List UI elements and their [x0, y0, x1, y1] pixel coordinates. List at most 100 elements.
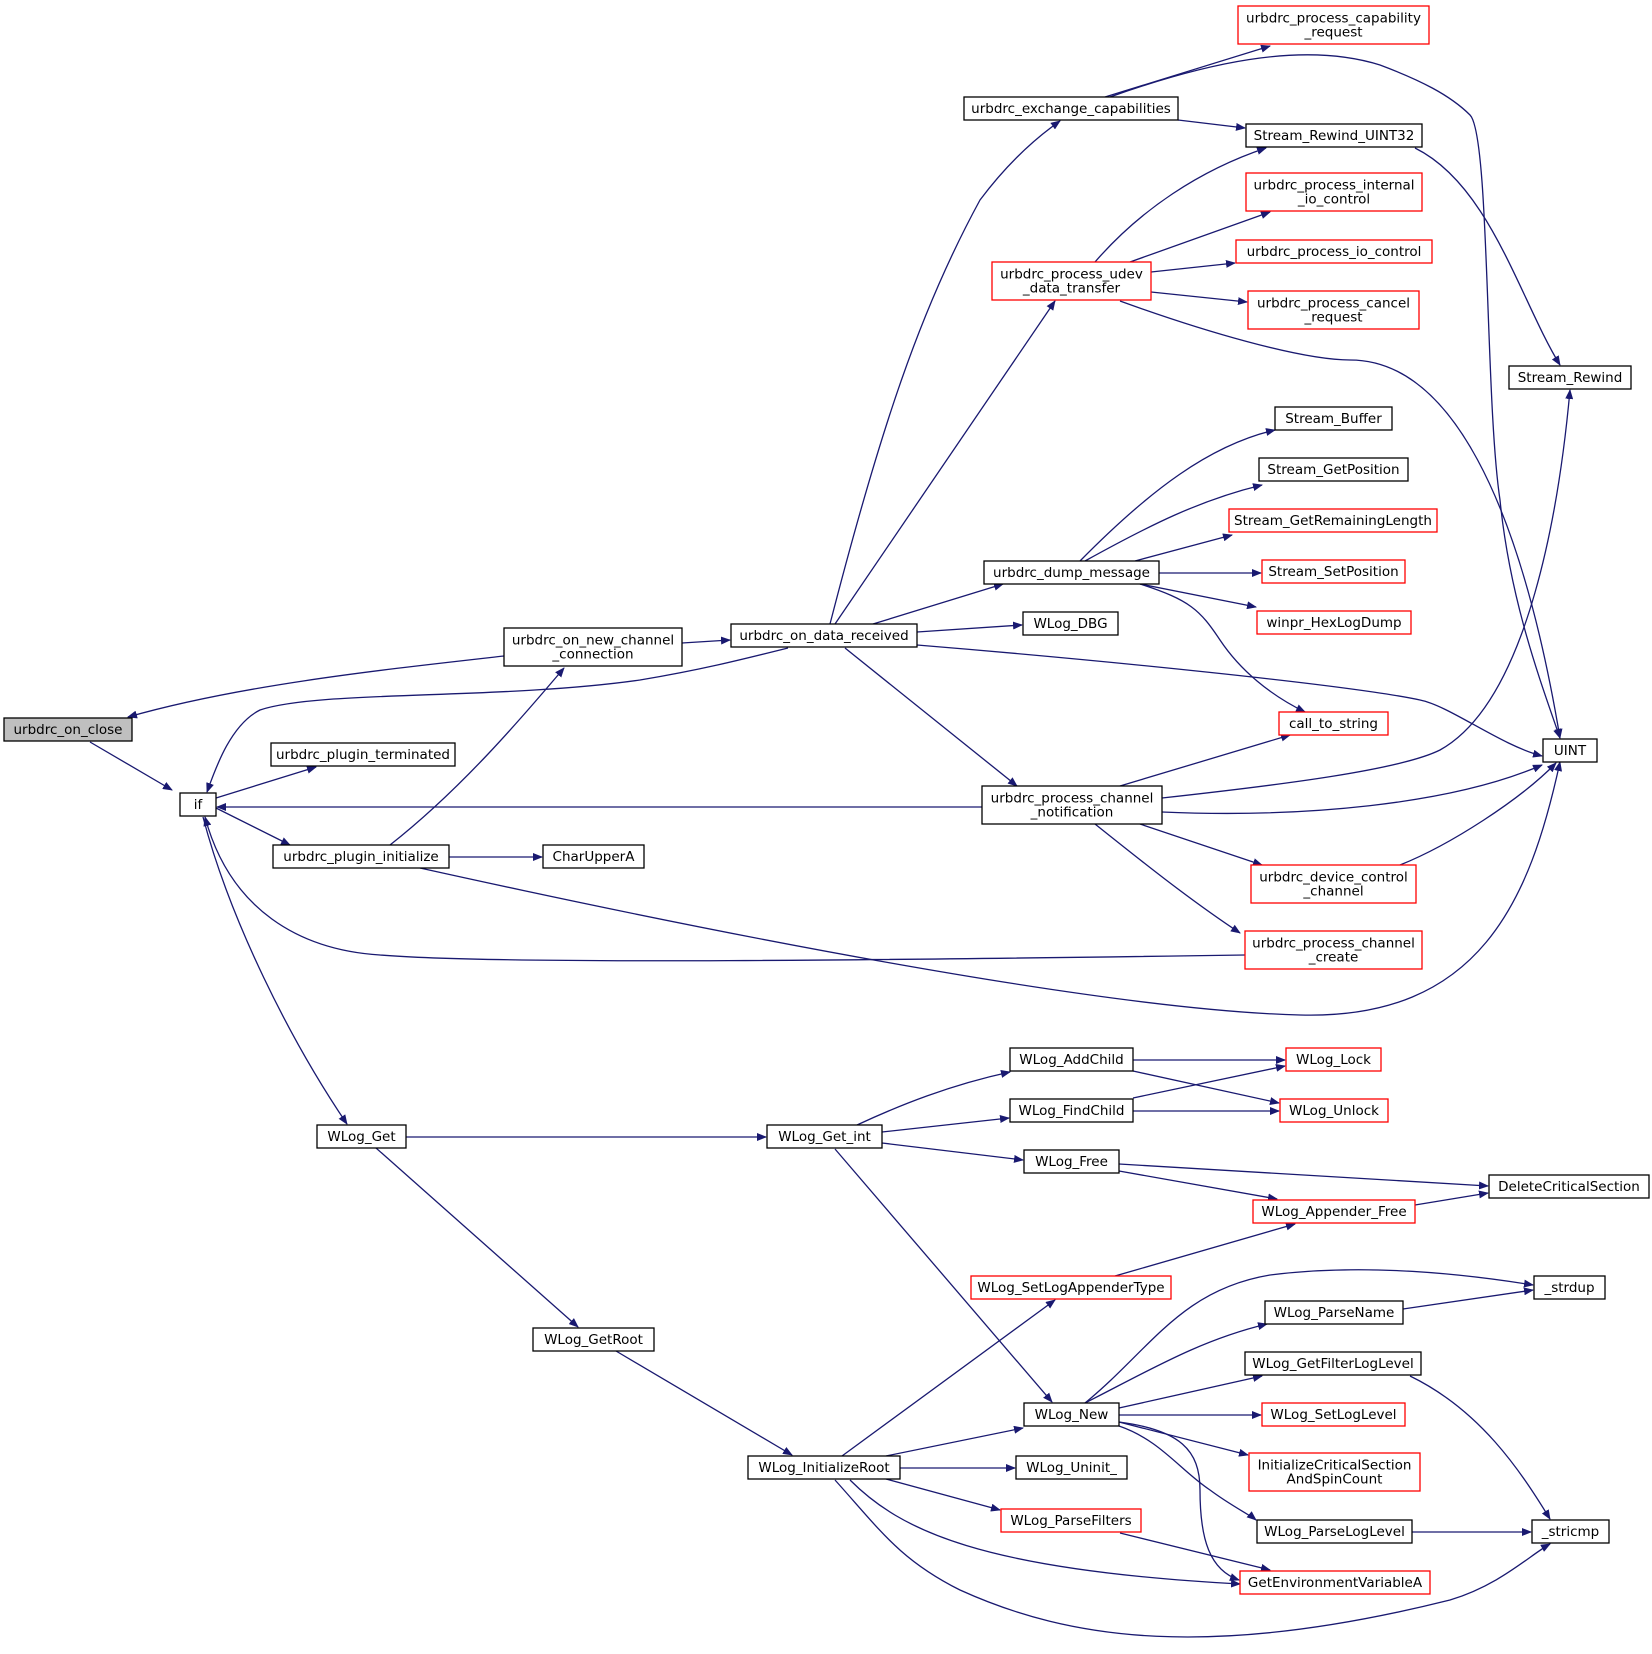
edge-urbdrc_exchange_capabilities-to-Stream_Rewind_UINT32: [1177, 119, 1246, 131]
node-urbdrc_process_channel_create[interactable]: urbdrc_process_channel_create: [1244, 930, 1423, 970]
node-box: [1023, 1402, 1120, 1427]
node-WLog_GetFilterLogLevel[interactable]: WLog_GetFilterLogLevel: [1244, 1351, 1422, 1376]
node-WLog_ParseLogLevel[interactable]: WLog_ParseLogLevel: [1256, 1519, 1413, 1544]
node-label: WLog_Get_int: [778, 1129, 871, 1145]
node-label: WLog_SetLogAppenderType: [977, 1280, 1164, 1296]
edge-urbdrc_on_data_received-to-WLog_DBG: [916, 621, 1023, 633]
edge-urbdrc_on_new_channel_connection-to-urbdrc_on_data_received: [681, 636, 731, 645]
edge-urbdrc_process_channel_notification-to-urbdrc_device_control_channel: [1139, 823, 1263, 866]
node-box: [1542, 738, 1598, 763]
node-WLog_AddChild[interactable]: WLog_AddChild: [1009, 1047, 1134, 1072]
edge-WLog_New-to-WLog_ParseName: [1084, 1322, 1268, 1404]
node-WLog_SetLogLevel[interactable]: WLog_SetLogLevel: [1261, 1402, 1406, 1427]
node-Stream_Buffer[interactable]: Stream_Buffer: [1274, 406, 1393, 431]
edge-WLog_Get-to-WLog_GetRoot: [375, 1147, 579, 1328]
node-urbdrc_plugin_terminated[interactable]: urbdrc_plugin_terminated: [270, 742, 456, 767]
edge-WLog_Get_int-to-WLog_Free: [881, 1142, 1024, 1163]
node-label: WLog_ParseLogLevel: [1264, 1524, 1405, 1540]
node-urbdrc_dump_message[interactable]: urbdrc_dump_message: [983, 560, 1160, 585]
node-WLog_ParseFilters[interactable]: WLog_ParseFilters: [1000, 1508, 1142, 1533]
node-WLog_InitializeRoot[interactable]: WLog_InitializeRoot: [747, 1455, 901, 1480]
node-call_to_string[interactable]: call_to_string: [1278, 711, 1389, 736]
node-label: WLog_New: [1035, 1407, 1109, 1423]
edge-urbdrc_dump_message-to-call_to_string: [1139, 583, 1306, 713]
node-WLog_Lock[interactable]: WLog_Lock: [1285, 1047, 1382, 1072]
node-urbdrc_on_data_received[interactable]: urbdrc_on_data_received: [730, 623, 918, 648]
node-box: [1235, 239, 1433, 264]
edge-if-to-urbdrc_plugin_terminated: [215, 765, 317, 799]
node-if[interactable]: if: [179, 792, 217, 817]
node-urbdrc_on_new_channel_connection[interactable]: urbdrc_on_new_channel_connection: [503, 627, 683, 667]
node-label: WLog_Uninit_: [1026, 1460, 1117, 1476]
node-WLog_Get[interactable]: WLog_Get: [316, 1124, 407, 1149]
node-box: [316, 1124, 407, 1149]
node-box: [270, 742, 456, 767]
node-Stream_SetPosition[interactable]: Stream_SetPosition: [1261, 559, 1406, 584]
nodes-layer: urbdrc_on_closeifurbdrc_on_new_channel_c…: [3, 5, 1650, 1595]
node-label: WLog_Free: [1035, 1154, 1108, 1170]
node-_stricmp[interactable]: _stricmp: [1531, 1519, 1610, 1544]
node-WLog_ParseName[interactable]: WLog_ParseName: [1264, 1300, 1404, 1325]
node-box: [1274, 406, 1393, 431]
node-box: [1245, 123, 1423, 148]
node-WLog_Appender_Free[interactable]: WLog_Appender_Free: [1252, 1199, 1416, 1224]
node-Stream_Rewind_UINT32[interactable]: Stream_Rewind_UINT32: [1245, 123, 1423, 148]
node-box: [1239, 1570, 1431, 1595]
node-label: urbdrc_process_channel: [991, 791, 1154, 807]
node-CharUpperA[interactable]: CharUpperA: [542, 844, 645, 869]
node-WLog_Uninit_[interactable]: WLog_Uninit_: [1015, 1455, 1128, 1480]
node-WLog_New[interactable]: WLog_New: [1023, 1402, 1120, 1427]
node-label: WLog_SetLogLevel: [1270, 1407, 1396, 1423]
node-label: UINT: [1554, 743, 1587, 759]
node-WLog_FindChild[interactable]: WLog_FindChild: [1009, 1098, 1134, 1123]
node-urbdrc_device_control_channel[interactable]: urbdrc_device_control_channel: [1250, 864, 1417, 904]
node-Stream_GetRemainingLength[interactable]: Stream_GetRemainingLength: [1228, 508, 1438, 533]
node-urbdrc_process_cancel_request[interactable]: urbdrc_process_cancel_request: [1247, 290, 1420, 330]
edge-WLog_New-to-InitializeCriticalSectionAndSpinCount: [1118, 1421, 1249, 1457]
node-WLog_GetRoot[interactable]: WLog_GetRoot: [532, 1327, 655, 1352]
edge-urbdrc_process_channel_create-to-if: [203, 816, 1246, 962]
edge-WLog_ParseFilters-to-GetEnvironmentVariableA: [1119, 1532, 1271, 1572]
node-label: urbdrc_on_new_channel: [512, 633, 674, 649]
node-WLog_Get_int[interactable]: WLog_Get_int: [766, 1124, 883, 1149]
node-urbdrc_exchange_capabilities[interactable]: urbdrc_exchange_capabilities: [963, 96, 1179, 121]
node-label: _channel: [1302, 884, 1363, 900]
node-box: [1261, 559, 1406, 584]
node-box: [272, 844, 450, 869]
node-urbdrc_process_udev_data_transfer[interactable]: urbdrc_process_udev_data_transfer: [991, 261, 1152, 301]
node-urbdrc_plugin_initialize[interactable]: urbdrc_plugin_initialize: [272, 844, 450, 869]
node-label: urbdrc_process_internal: [1253, 178, 1414, 194]
node-UINT[interactable]: UINT: [1542, 738, 1598, 763]
node-WLog_DBG[interactable]: WLog_DBG: [1022, 611, 1119, 636]
node-urbdrc_on_close[interactable]: urbdrc_on_close: [3, 717, 133, 742]
node-label: Stream_SetPosition: [1268, 564, 1398, 580]
node-label: WLog_DBG: [1033, 616, 1107, 632]
node-WLog_Free[interactable]: WLog_Free: [1023, 1149, 1120, 1174]
edge-WLog_FindChild-to-WLog_Lock: [1132, 1063, 1286, 1099]
node-urbdrc_process_io_control[interactable]: urbdrc_process_io_control: [1235, 239, 1433, 264]
node-Stream_GetPosition[interactable]: Stream_GetPosition: [1258, 457, 1409, 482]
node-Stream_Rewind[interactable]: Stream_Rewind: [1508, 365, 1632, 390]
node-urbdrc_process_internal_io_control[interactable]: urbdrc_process_internal_io_control: [1245, 172, 1423, 212]
node-label: Stream_Rewind_UINT32: [1254, 128, 1415, 144]
node-label: GetEnvironmentVariableA: [1248, 1575, 1423, 1591]
node-box: [1256, 610, 1412, 635]
node-winpr_HexLogDump[interactable]: winpr_HexLogDump: [1256, 610, 1412, 635]
node-urbdrc_process_capability_request[interactable]: urbdrc_process_capability_request: [1237, 5, 1430, 45]
node-box: [766, 1124, 883, 1149]
node-label: urbdrc_process_udev: [1000, 267, 1143, 283]
edge-urbdrc_on_data_received-to-urbdrc_dump_message: [872, 582, 1004, 625]
node-WLog_SetLogAppenderType[interactable]: WLog_SetLogAppenderType: [970, 1275, 1172, 1300]
node-_strdup[interactable]: _strdup: [1533, 1275, 1606, 1300]
node-box: [532, 1327, 655, 1352]
node-WLog_Unlock[interactable]: WLog_Unlock: [1279, 1098, 1389, 1123]
edge-WLog_New-to-WLog_ParseLogLevel: [1118, 1425, 1257, 1521]
node-label: _request: [1303, 25, 1362, 41]
node-box: [1508, 365, 1632, 390]
node-label: Stream_Buffer: [1285, 411, 1382, 427]
node-GetEnvironmentVariableA[interactable]: GetEnvironmentVariableA: [1239, 1570, 1431, 1595]
node-DeleteCriticalSection[interactable]: DeleteCriticalSection: [1488, 1174, 1650, 1199]
edge-urbdrc_dump_message-to-Stream_GetPosition: [1084, 483, 1263, 562]
node-urbdrc_process_channel_notification[interactable]: urbdrc_process_channel_notification: [981, 785, 1163, 825]
